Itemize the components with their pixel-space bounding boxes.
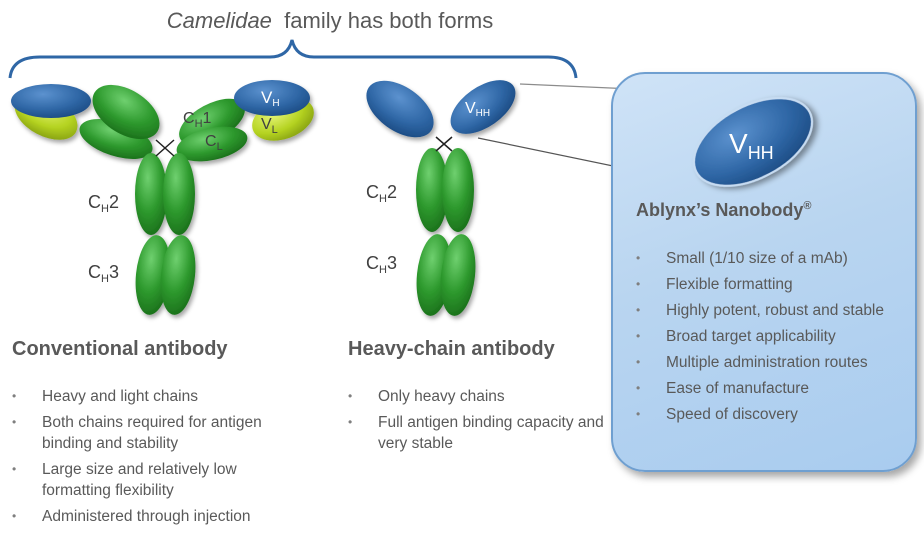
page-title: Camelidae family has both forms — [0, 8, 660, 34]
list-item: Speed of discovery — [636, 404, 911, 425]
nanobody-title: Ablynx’s Nanobody® — [636, 200, 812, 220]
list-item: Small (1/10 size of a mAb) — [636, 248, 911, 269]
list-item: Ease of manufacture — [636, 378, 911, 399]
list-item: Large size and relatively low formatting… — [12, 459, 302, 501]
label-vhh: VHH — [465, 100, 491, 119]
conventional-heading: Conventional antibody — [12, 338, 228, 360]
label-cl: CL — [205, 133, 223, 153]
list-item: Highly potent, robust and stable — [636, 300, 911, 321]
list-item: Multiple administration routes — [636, 352, 911, 373]
title-italic: Camelidae — [166, 8, 272, 33]
label-vl: VL — [261, 116, 278, 136]
label-ch2-conventional: CH2 — [88, 192, 119, 215]
label-ch3-conventional: CH3 — [88, 262, 119, 285]
list-item: Full antigen binding capacity and very s… — [348, 412, 608, 454]
title-rest: family has both forms — [284, 8, 494, 33]
label-ch3-heavy: CH3 — [366, 253, 397, 276]
label-nanobody-vhh: VHH — [729, 128, 774, 163]
heavy-chain-heading: Heavy-chain antibody — [348, 338, 555, 360]
heavy-chain-bullets: Only heavy chains Full antigen binding c… — [348, 386, 608, 459]
nanobody-bullets: Small (1/10 size of a mAb) Flexible form… — [636, 248, 911, 430]
label-ch2-heavy: CH2 — [366, 182, 397, 205]
brace — [8, 39, 578, 79]
list-item: Administered through injection — [12, 506, 302, 527]
label-ch1: CH1 — [183, 110, 212, 130]
list-item: Heavy and light chains — [12, 386, 302, 407]
list-item: Only heavy chains — [348, 386, 608, 407]
nanobody-shape — [693, 97, 813, 187]
list-item: Flexible formatting — [636, 274, 911, 295]
list-item: Broad target applicability — [636, 326, 911, 347]
conventional-bullets: Heavy and light chains Both chains requi… — [12, 386, 302, 532]
conventional-antibody-shape — [11, 80, 314, 315]
label-vh: VH — [261, 88, 280, 109]
list-item: Both chains required for antigen binding… — [12, 412, 302, 454]
heavy-chain-antibody-shape — [366, 80, 516, 316]
